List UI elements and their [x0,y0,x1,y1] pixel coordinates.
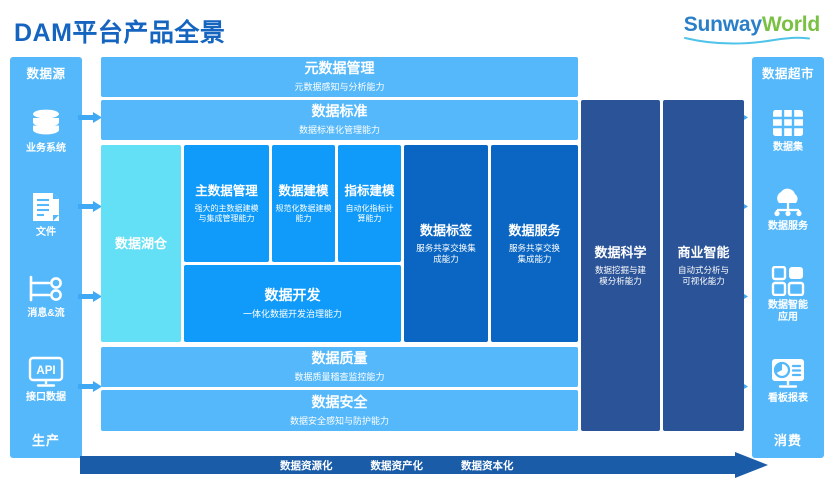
card-subtitle: 服务共享交换集 成能力 [416,243,476,264]
card-data-standard[interactable]: 数据标准 数据标准化管理能力 [101,100,578,140]
source-item-label: 接口数据 [26,391,66,403]
card-title: 数据科学 [594,244,647,260]
card-data-quality[interactable]: 数据质量 数据质量稽查监控能力 [101,347,578,387]
card-data-development[interactable]: 数据开发 一体化数据开发治理能力 [184,265,401,342]
cloud-service-icon [774,188,802,217]
card-subtitle: 数据质量稽查监控能力 [294,372,385,383]
card-title: 数据建模 [278,183,329,198]
card-data-modeling[interactable]: 数据建模 规范化数据建模 能力 [272,145,335,262]
flow-arrow-in-3 [78,291,102,302]
flow-stage-label: 数据资产化 [370,459,424,472]
source-item-label: 文件 [36,226,56,238]
market-item-label: 数据服务 [768,220,808,232]
card-title: 元数据管理 [304,60,375,77]
stream-icon [29,275,62,302]
flow-stage-label: 数据资本化 [461,459,514,472]
card-business-intelligence[interactable]: 商业智能 自动式分析与 可视化能力 [663,100,744,431]
dashboard-icon [772,358,804,388]
card-subtitle: 规范化数据建模 能力 [275,203,332,223]
logo-secondary-text: World [761,13,820,36]
card-subtitle: 自动式分析与 可视化能力 [677,265,729,286]
apps-icon [771,266,805,297]
data-source-footer: 生产 [31,433,60,448]
market-item-intelligent-app[interactable]: 数据智能 应用 [768,266,808,323]
logo-swoosh-icon [683,36,810,45]
api-icon: API [28,356,64,387]
value-chain-arrow: 数据资源化 数据资产化 数据资本化 [80,452,768,478]
source-item-business-system[interactable]: 业务系统 [26,109,66,155]
source-item-message-stream[interactable]: 消息&流 [27,274,65,320]
card-subtitle: 数据安全感知与防护能力 [289,415,389,426]
market-item-data-service[interactable]: 数据服务 [768,187,808,233]
flow-arrow-in-2 [78,201,102,212]
card-title: 数据开发 [264,286,321,303]
grid-icon [773,109,803,136]
platform-board: 元数据管理 元数据感知与分析能力 数据标准 数据标准化管理能力 数据湖仓 主数据… [101,57,744,451]
source-item-label: 业务系统 [26,143,66,154]
card-title: 数据标签 [419,222,472,238]
card-subtitle: 一体化数据开发治理能力 [242,308,342,319]
flow-arrow-in-4 [78,381,102,392]
card-title: 数据质量 [311,350,368,367]
data-source-heading: 数据源 [26,67,66,81]
source-item-api-data[interactable]: API 接口数据 [26,356,66,404]
source-item-file[interactable]: 文件 [30,191,62,239]
flow-arrow-in-1 [78,112,102,123]
market-item-label: 数据智能 应用 [768,300,808,323]
card-master-data-management[interactable]: 主数据管理 强大的主数据建模 与集成管理能力 [184,145,269,262]
card-subtitle: 服务共享交换 集成能力 [508,243,560,264]
source-item-label: 消息&流 [27,308,65,319]
card-title: 数据标准 [311,103,368,120]
card-data-service[interactable]: 数据服务 服务共享交换 集成能力 [491,145,578,342]
brand-logo: SunwayWorld [683,13,820,45]
card-subtitle: 数据挖掘与建 模分析能力 [594,265,646,286]
card-data-tag[interactable]: 数据标签 服务共享交换集 成能力 [404,145,488,342]
database-icon [33,109,59,135]
value-chain-arrow-shape [80,452,768,478]
card-title: 商业智能 [677,244,730,260]
card-subtitle: 自动化指标计 算能力 [345,203,394,223]
data-market-heading: 数据超市 [761,67,814,81]
card-data-lakehouse[interactable]: 数据湖仓 [101,145,181,342]
market-item-label: 数据集 [773,141,803,153]
market-item-dashboard-report[interactable]: 看板报表 [768,357,808,405]
market-item-dataset[interactable]: 数据集 [771,108,805,154]
market-item-label: 看板报表 [768,392,808,404]
document-icon [33,192,59,221]
data-source-column: 数据源 业务系统 文件 [10,57,82,458]
data-market-footer: 消费 [773,433,802,448]
card-title: 主数据管理 [195,183,258,198]
card-subtitle: 元数据感知与分析能力 [294,82,385,93]
page-title: DAM平台产品全景 [14,19,226,47]
card-title: 指标建模 [344,183,395,198]
card-title: 数据安全 [311,393,368,410]
card-data-security[interactable]: 数据安全 数据安全感知与防护能力 [101,390,578,431]
svg-text:API: API [36,365,55,377]
card-title: 数据湖仓 [114,235,167,251]
card-subtitle: 强大的主数据建模 与集成管理能力 [194,203,259,223]
card-metadata-management[interactable]: 元数据管理 元数据感知与分析能力 [101,57,578,97]
card-data-science[interactable]: 数据科学 数据挖掘与建 模分析能力 [581,100,660,431]
card-title: 数据服务 [508,222,561,238]
flow-stage-label: 数据资源化 [280,459,333,472]
data-market-column: 数据超市 数据集 [752,57,824,458]
card-metric-modeling[interactable]: 指标建模 自动化指标计 算能力 [338,145,401,262]
card-subtitle: 数据标准化管理能力 [298,125,380,136]
logo-primary-text: Sunway [683,13,762,36]
